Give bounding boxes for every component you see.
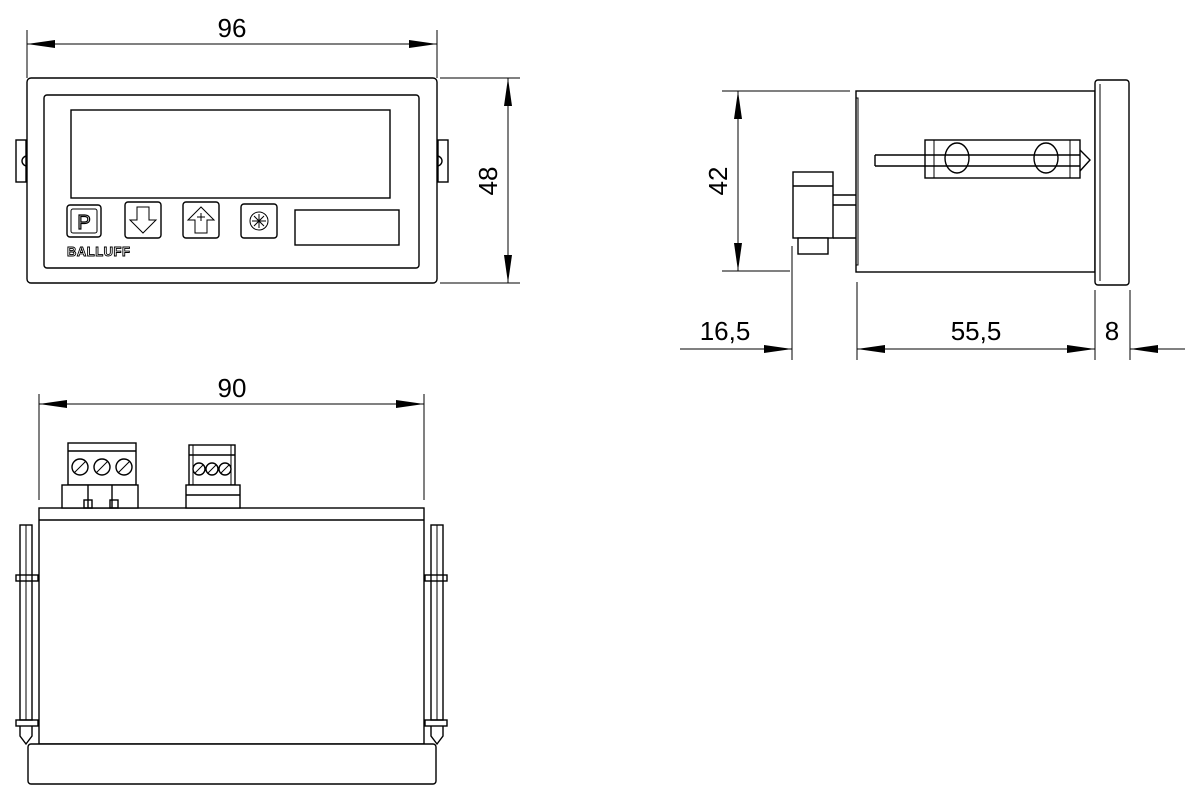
front-view: 96 48 P [15, 13, 520, 284]
dim-label-42: 42 [703, 167, 733, 196]
p-key-icon: P [77, 212, 90, 234]
dim-depths: 16,5 55,5 8 [680, 246, 1185, 360]
front-panel [43, 94, 420, 269]
dim-top-width: 90 [38, 373, 425, 500]
key-star [240, 203, 278, 239]
side-view: 42 [680, 79, 1185, 360]
dim-label-8: 8 [1105, 316, 1119, 346]
brand-logo: BALLUFF [67, 244, 130, 259]
front-bezel [26, 77, 438, 284]
terminal-block-right [185, 444, 241, 509]
side-clip [874, 139, 1091, 179]
up-arrow-icon [186, 206, 216, 234]
asterisk-icon [249, 211, 269, 231]
dim-label-16-5: 16,5 [700, 316, 751, 346]
dim-side-height: 42 [703, 90, 850, 272]
top-view: 90 [15, 373, 448, 785]
terminal-block-left [61, 442, 139, 509]
side-bezel [1094, 79, 1130, 286]
dim-front-width: 96 [26, 13, 438, 78]
display-window [70, 109, 391, 199]
top-housing [38, 507, 425, 745]
top-clip-left [15, 524, 39, 746]
down-arrow-icon [128, 206, 158, 234]
top-clip-right [424, 524, 448, 746]
dim-label-96: 96 [218, 13, 247, 43]
dim-label-55-5: 55,5 [951, 316, 1002, 346]
key-p: P [66, 204, 102, 238]
key-down [124, 201, 162, 239]
top-bezel [27, 743, 437, 785]
key-up [182, 201, 220, 239]
dim-label-90: 90 [218, 373, 247, 403]
dim-label-48: 48 [473, 167, 503, 196]
label-window [294, 209, 400, 246]
housing-body [855, 90, 1096, 273]
side-connector [792, 171, 856, 255]
dim-front-height: 48 [440, 77, 520, 284]
